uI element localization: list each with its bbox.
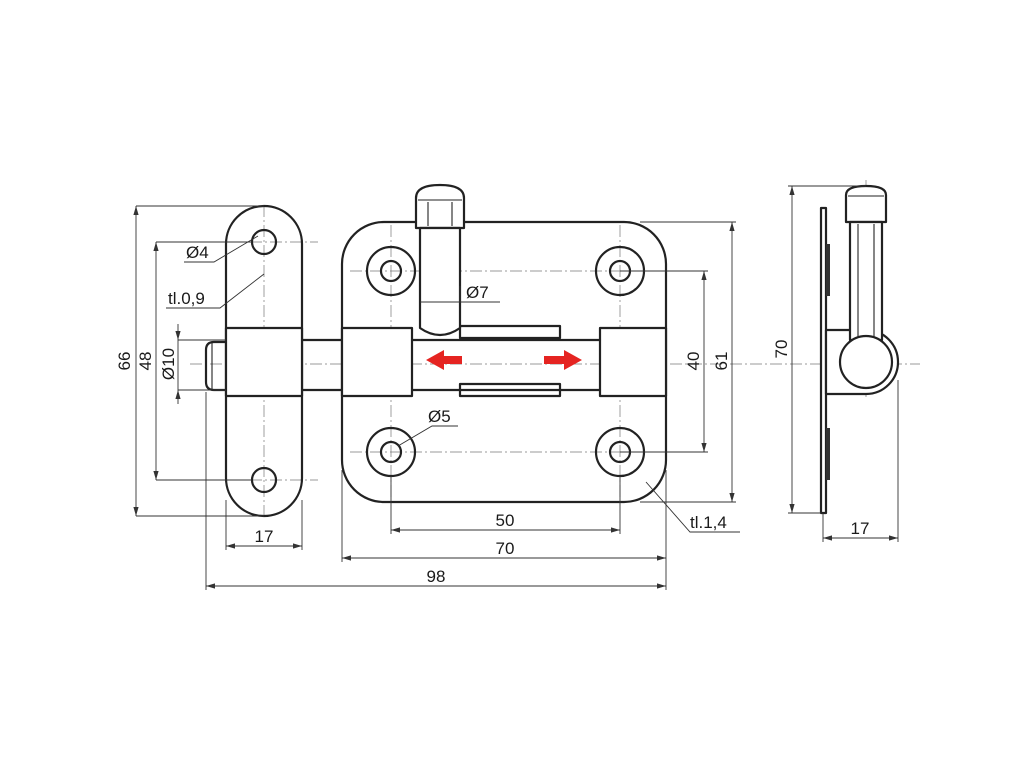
- dimension-arrowhead: [153, 242, 159, 251]
- direction-arrows: [426, 350, 582, 370]
- dim-d10-label: Ø10: [159, 348, 178, 380]
- leader-plate-thickness: [645, 481, 740, 533]
- dimension-arrowhead: [657, 555, 666, 561]
- dimension-arrowhead: [226, 543, 235, 549]
- dim-98-label: 98: [427, 567, 446, 586]
- dim-40-label: 40: [684, 352, 703, 371]
- dimension-arrowhead: [391, 527, 400, 533]
- leader-strip-thickness: [166, 273, 265, 309]
- dim-d5-label: Ø5: [428, 407, 451, 426]
- side-view: [819, 184, 900, 515]
- dimension-arrowhead: [889, 535, 898, 541]
- dim-side-70-label: 70: [772, 340, 791, 359]
- handle-knob: [414, 183, 466, 230]
- dimension-arrowhead: [133, 206, 139, 215]
- dimension-arrowhead: [611, 527, 620, 533]
- dimension-arrowhead: [729, 493, 735, 502]
- side-bolt-section: [838, 334, 894, 390]
- dim-side-17-label: 17: [851, 519, 870, 538]
- dim-d4-label: Ø4: [186, 243, 209, 262]
- side-screw-head-bottom: [826, 428, 830, 480]
- keeper-strip: [224, 204, 304, 518]
- plate-thickness-label: tl.1,4: [690, 513, 727, 532]
- dimension-arrowhead: [789, 186, 795, 195]
- side-screw-head-top: [826, 244, 830, 296]
- dim-d7-label: Ø7: [466, 283, 489, 302]
- dimension-arrowhead: [153, 471, 159, 480]
- leader-d5: [397, 425, 458, 447]
- plate-hole-tl-outer: [365, 245, 417, 297]
- dimension-lines: [135, 185, 899, 590]
- dim-48-label: 48: [136, 352, 155, 371]
- dimension-arrowhead: [133, 507, 139, 516]
- dimension-arrowhead: [206, 583, 215, 589]
- side-handle-stem: [848, 220, 884, 342]
- dimension-text: 66 48 Ø10 Ø4 tl.0,9 17 Ø7 Ø5 50 70 98 40…: [115, 243, 869, 586]
- red-arrow-left-icon: [426, 350, 462, 370]
- dimension-arrowhead: [175, 331, 181, 340]
- dimension-arrowheads: [133, 186, 898, 589]
- main-plate: [340, 220, 668, 504]
- plate-sleeve-left: [340, 326, 414, 398]
- dimension-arrowhead: [823, 535, 832, 541]
- dim-61-label: 61: [712, 352, 731, 371]
- bolt-handle: [414, 183, 466, 337]
- dimension-arrowhead: [342, 555, 351, 561]
- dimension-arrowhead: [657, 583, 666, 589]
- side-handle-knob: [844, 184, 888, 224]
- handle-stem: [418, 226, 462, 337]
- leader-d4: [184, 235, 259, 263]
- dim-50-label: 50: [496, 511, 515, 530]
- dimension-arrowhead: [789, 504, 795, 513]
- dimension-arrowhead: [175, 390, 181, 399]
- strip-thickness-label: tl.0,9: [168, 289, 205, 308]
- dim-70-label: 70: [496, 539, 515, 558]
- dimension-arrowhead: [701, 271, 707, 280]
- bolt-tip: [204, 340, 228, 392]
- red-arrow-right-icon: [544, 350, 582, 370]
- dimension-arrowhead: [293, 543, 302, 549]
- guide-slot-top: [458, 324, 562, 340]
- keeper-sleeve: [224, 326, 304, 398]
- plate-hole-bl-inner: [379, 440, 403, 464]
- dimension-arrowhead: [729, 222, 735, 231]
- plate-sleeve-right: [598, 326, 668, 398]
- dimension-arrowhead: [701, 443, 707, 452]
- dim-66-label: 66: [115, 352, 134, 371]
- keeper-strip-outline: [224, 204, 304, 518]
- dim-17-left-label: 17: [255, 527, 274, 546]
- plate-hole-tl-inner: [379, 259, 403, 283]
